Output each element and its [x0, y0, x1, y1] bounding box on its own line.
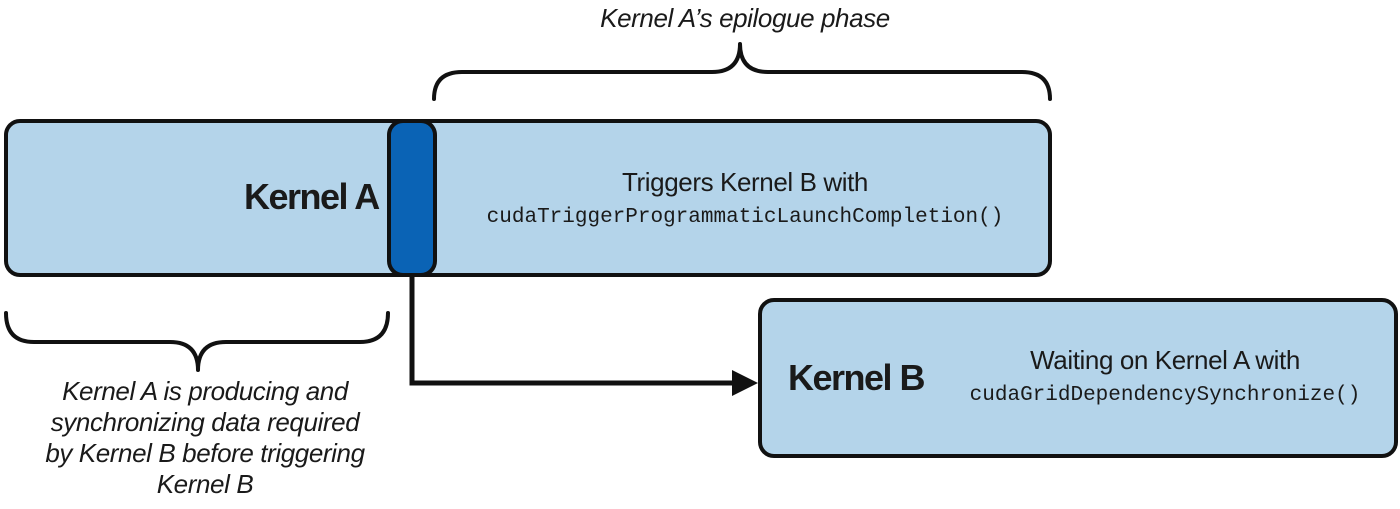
kernel-b-box	[758, 298, 1398, 458]
trigger-arrow-line	[409, 277, 736, 386]
kernel-a-box	[4, 119, 1052, 277]
kernel-a-api-call: cudaTriggerProgrammaticLaunchCompletion(…	[486, 206, 1004, 229]
producing-phase-label: Kernel A is producing and synchronizing …	[45, 376, 365, 499]
producing-brace	[4, 311, 390, 372]
epilogue-brace	[432, 42, 1052, 101]
kernel-b-api-call: cudaGridDependencySynchronize()	[969, 384, 1361, 407]
kernel-b-title: Kernel B	[788, 357, 926, 398]
kernel-a-description: Triggers Kernel B with cudaTriggerProgra…	[452, 167, 1038, 229]
epilogue-phase-label: Kernel A’s epilogue phase	[600, 3, 890, 33]
trigger-arrow-head	[732, 370, 758, 396]
trigger-point-marker	[387, 119, 437, 277]
kernel-b-description: Waiting on Kernel A with cudaGridDepende…	[940, 345, 1390, 407]
kernel-a-title: Kernel A	[244, 176, 380, 217]
kernel-b-description-text: Waiting on Kernel A with	[1030, 345, 1300, 375]
kernel-a-description-text: Triggers Kernel B with	[622, 167, 868, 197]
